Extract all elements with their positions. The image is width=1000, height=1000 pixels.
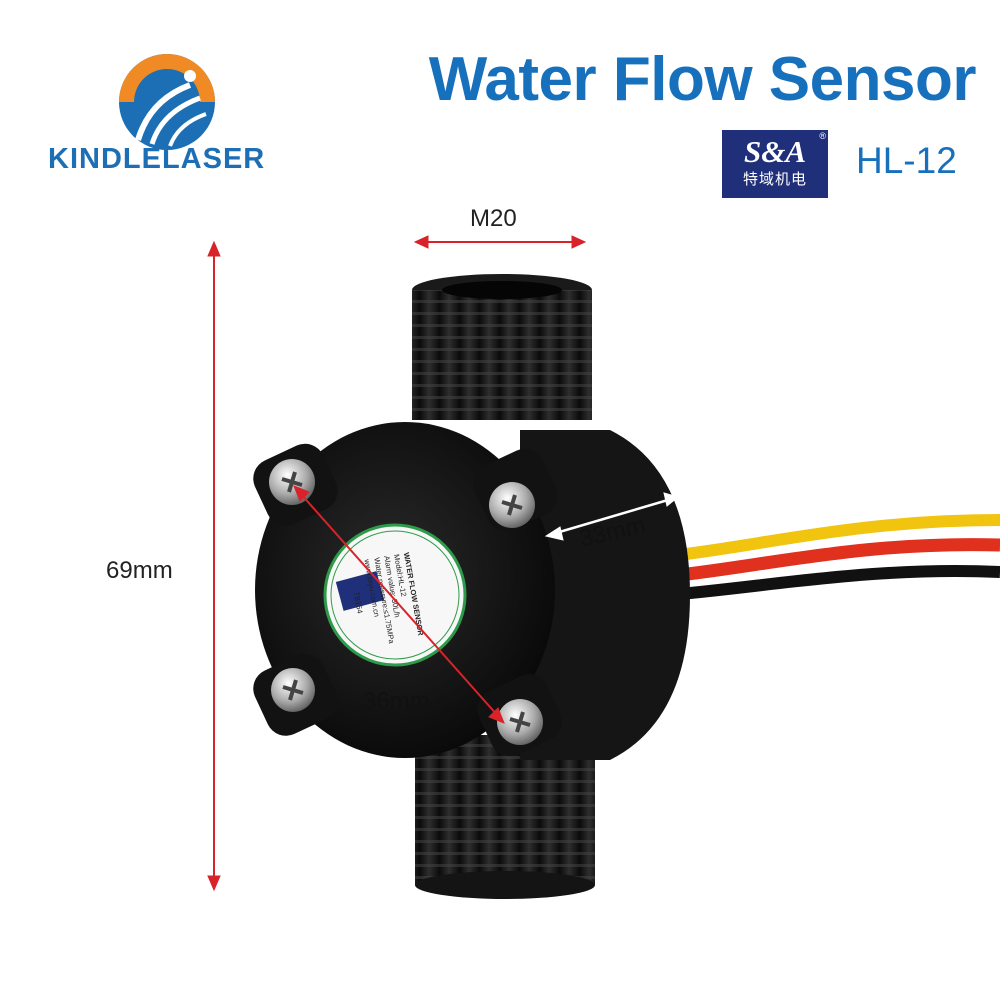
kindlelaser-logo — [119, 54, 215, 150]
product-title: Water Flow Sensor — [428, 45, 977, 114]
screw-icon — [497, 699, 543, 745]
screw-icon — [489, 482, 535, 528]
maker-logo-chinese: 特域机电 — [742, 171, 807, 188]
maker-logo-mark: S&A — [743, 134, 807, 169]
arrow-diameter — [293, 485, 505, 724]
screw-icon — [271, 668, 315, 712]
registered-icon: ® — [819, 131, 826, 141]
sa-maker-logo: S&A 特域机电 ® — [722, 130, 828, 198]
thread-size-label: M20 — [470, 205, 517, 232]
height-label: 69mm — [106, 557, 173, 584]
brand-wordmark: KINDLELASER — [48, 143, 266, 175]
dimension-arrows — [207, 235, 587, 892]
top-threaded-pipe — [412, 274, 592, 420]
model-number: HL-12 — [856, 140, 957, 181]
arrow-m20 — [413, 235, 587, 249]
screw-icon — [269, 459, 315, 505]
label-code: TB154 — [352, 591, 365, 614]
sensor-housing-side — [520, 430, 690, 760]
diameter-label: 36mm — [363, 688, 430, 715]
arrow-depth — [544, 492, 680, 541]
arrow-height — [207, 240, 221, 892]
